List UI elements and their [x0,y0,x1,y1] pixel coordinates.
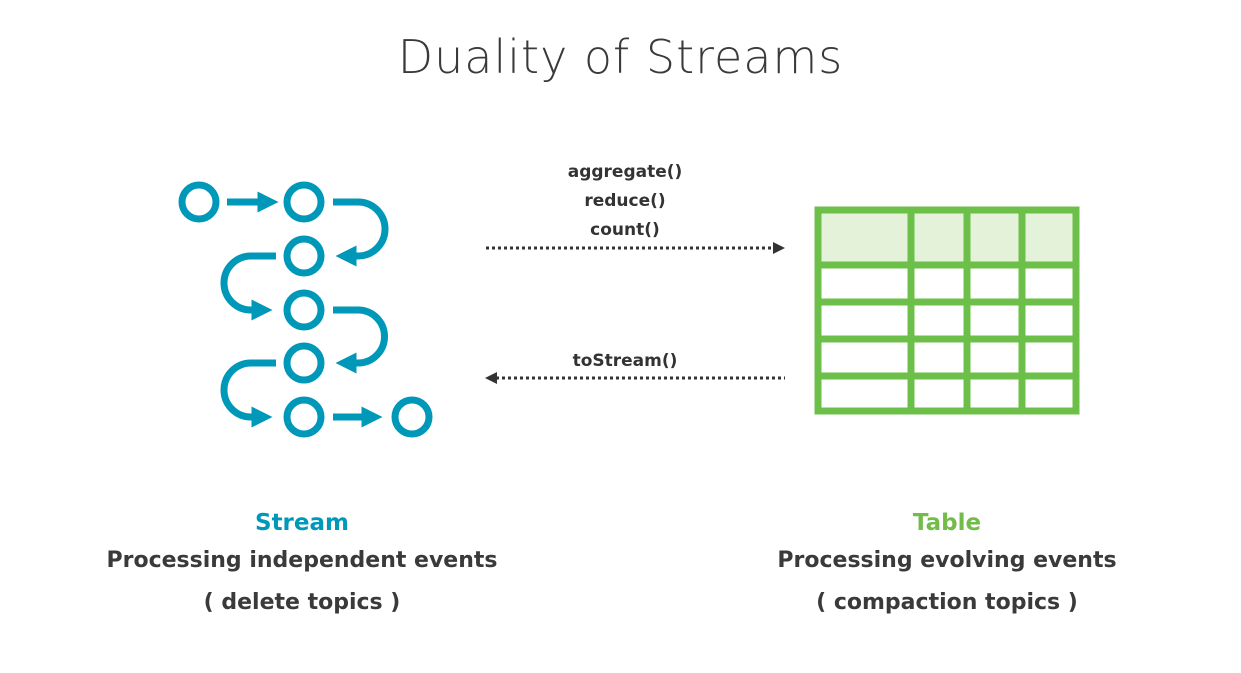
stream-caption: Stream Processing independent events ( d… [42,506,562,624]
stream-flow-arrow [333,306,388,374]
stream-heading: Stream [255,510,349,536]
stream-event-node [283,181,325,223]
table-outline [814,206,1080,415]
to-table-labels: aggregate() reduce() count() [475,158,775,245]
stream-event-node [283,342,325,384]
stream-description: Processing independent events [106,548,498,573]
table-topics: ( compaction topics ) [816,590,1078,615]
stream-event-node [178,181,220,223]
stream-icon [178,181,433,438]
stream-event-node [283,396,325,438]
table-header-row [818,210,1076,265]
stream-flow-arrow [220,252,276,321]
table-caption: Table Processing evolving events ( compa… [687,506,1207,624]
aggregate-label: aggregate() [567,162,683,182]
table-icon [814,206,1080,415]
table-heading: Table [912,510,982,536]
stream-event-node [283,235,325,277]
slide-title: Duality of Streams [397,30,844,84]
table-description: Processing evolving events [777,548,1117,573]
count-label: count() [590,220,660,240]
to-stream-label: toStream() [572,351,678,371]
stream-event-node [391,396,433,438]
reduce-label: reduce() [584,191,666,211]
stream-event-node [283,289,325,331]
stream-flow-arrow [333,198,389,267]
to-stream-arrow [485,372,785,384]
stream-topics: ( delete topics ) [203,590,401,615]
stream-flow-arrow [220,359,276,428]
to-table-arrow [486,242,785,254]
